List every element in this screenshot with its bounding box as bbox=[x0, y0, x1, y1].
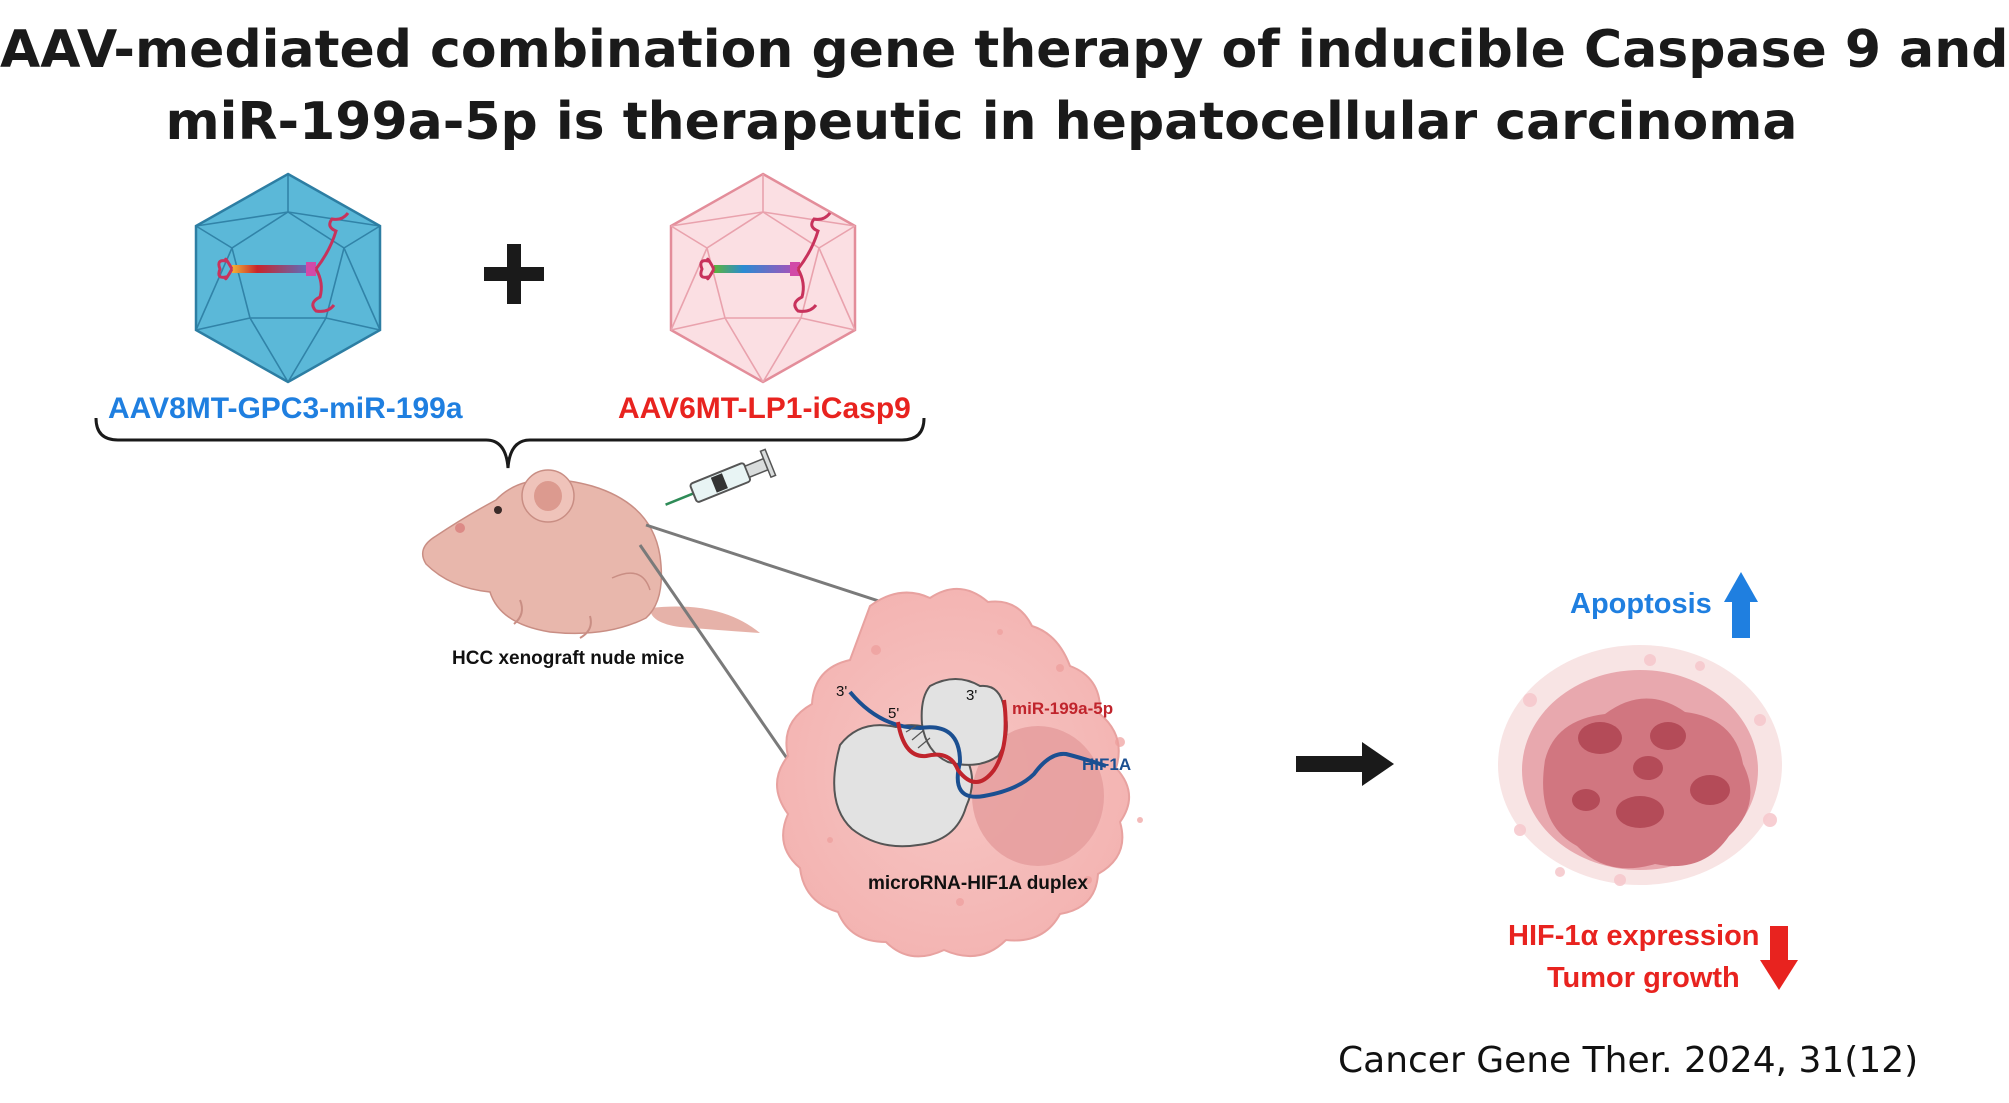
apoptosis-label: Apoptosis bbox=[1570, 588, 1712, 620]
syringe-icon bbox=[665, 448, 777, 506]
tumor-growth-label: Tumor growth bbox=[1547, 962, 1740, 994]
zoom-line-bottom bbox=[638, 544, 797, 771]
aav6-capsid-icon bbox=[669, 172, 857, 384]
aav6-genome-cassette bbox=[714, 265, 798, 273]
hif1a-expression-label: HIF-1α expression bbox=[1508, 920, 1760, 952]
title-line-2: miR-199a-5p is therapeutic in hepatocell… bbox=[165, 92, 1798, 152]
mirna-label: miR-199a-5p bbox=[1012, 699, 1113, 718]
plus-icon bbox=[484, 244, 544, 304]
duplex-label: microRNA-HIF1A duplex bbox=[868, 873, 1088, 894]
hif1a-mrna-strand bbox=[848, 690, 1107, 799]
tumor-icon bbox=[1498, 645, 1782, 886]
mouse-model-label: HCC xenograft nude mice bbox=[452, 648, 685, 669]
aav8-capsid-icon bbox=[194, 172, 382, 384]
mir199a-strand bbox=[896, 699, 1008, 784]
citation: Cancer Gene Ther. 2024, 31(12) bbox=[1338, 1040, 1919, 1081]
target-3prime-label: 3' bbox=[836, 683, 847, 700]
diagram-canvas: 3' 5' 3' miR-199a-5p HIF1A bbox=[94, 172, 1798, 990]
title-line-1: AAV-mediated combination gene therapy of… bbox=[0, 20, 2009, 80]
decrease-down-arrow-icon bbox=[1760, 926, 1798, 990]
nude-mouse-icon bbox=[421, 469, 760, 639]
result-arrow-icon bbox=[1296, 742, 1394, 786]
mirna-5prime-label: 5' bbox=[888, 705, 899, 722]
hif1a-label: HIF1A bbox=[1082, 755, 1131, 774]
zoom-line-top bbox=[645, 523, 901, 610]
grouping-brace bbox=[94, 417, 926, 469]
aav8-genome-cassette bbox=[232, 265, 316, 273]
figure-title: AAV-mediated combination gene therapy of… bbox=[0, 14, 2009, 158]
cancer-cell-icon bbox=[776, 587, 1143, 958]
aav6-vector-label: AAV6MT-LP1-iCasp9 bbox=[618, 392, 911, 425]
mirna-3prime-label: 3' bbox=[966, 687, 977, 704]
aav8-vector-label: AAV8MT-GPC3-miR-199a bbox=[108, 392, 463, 425]
apoptosis-up-arrow-icon bbox=[1724, 572, 1758, 638]
